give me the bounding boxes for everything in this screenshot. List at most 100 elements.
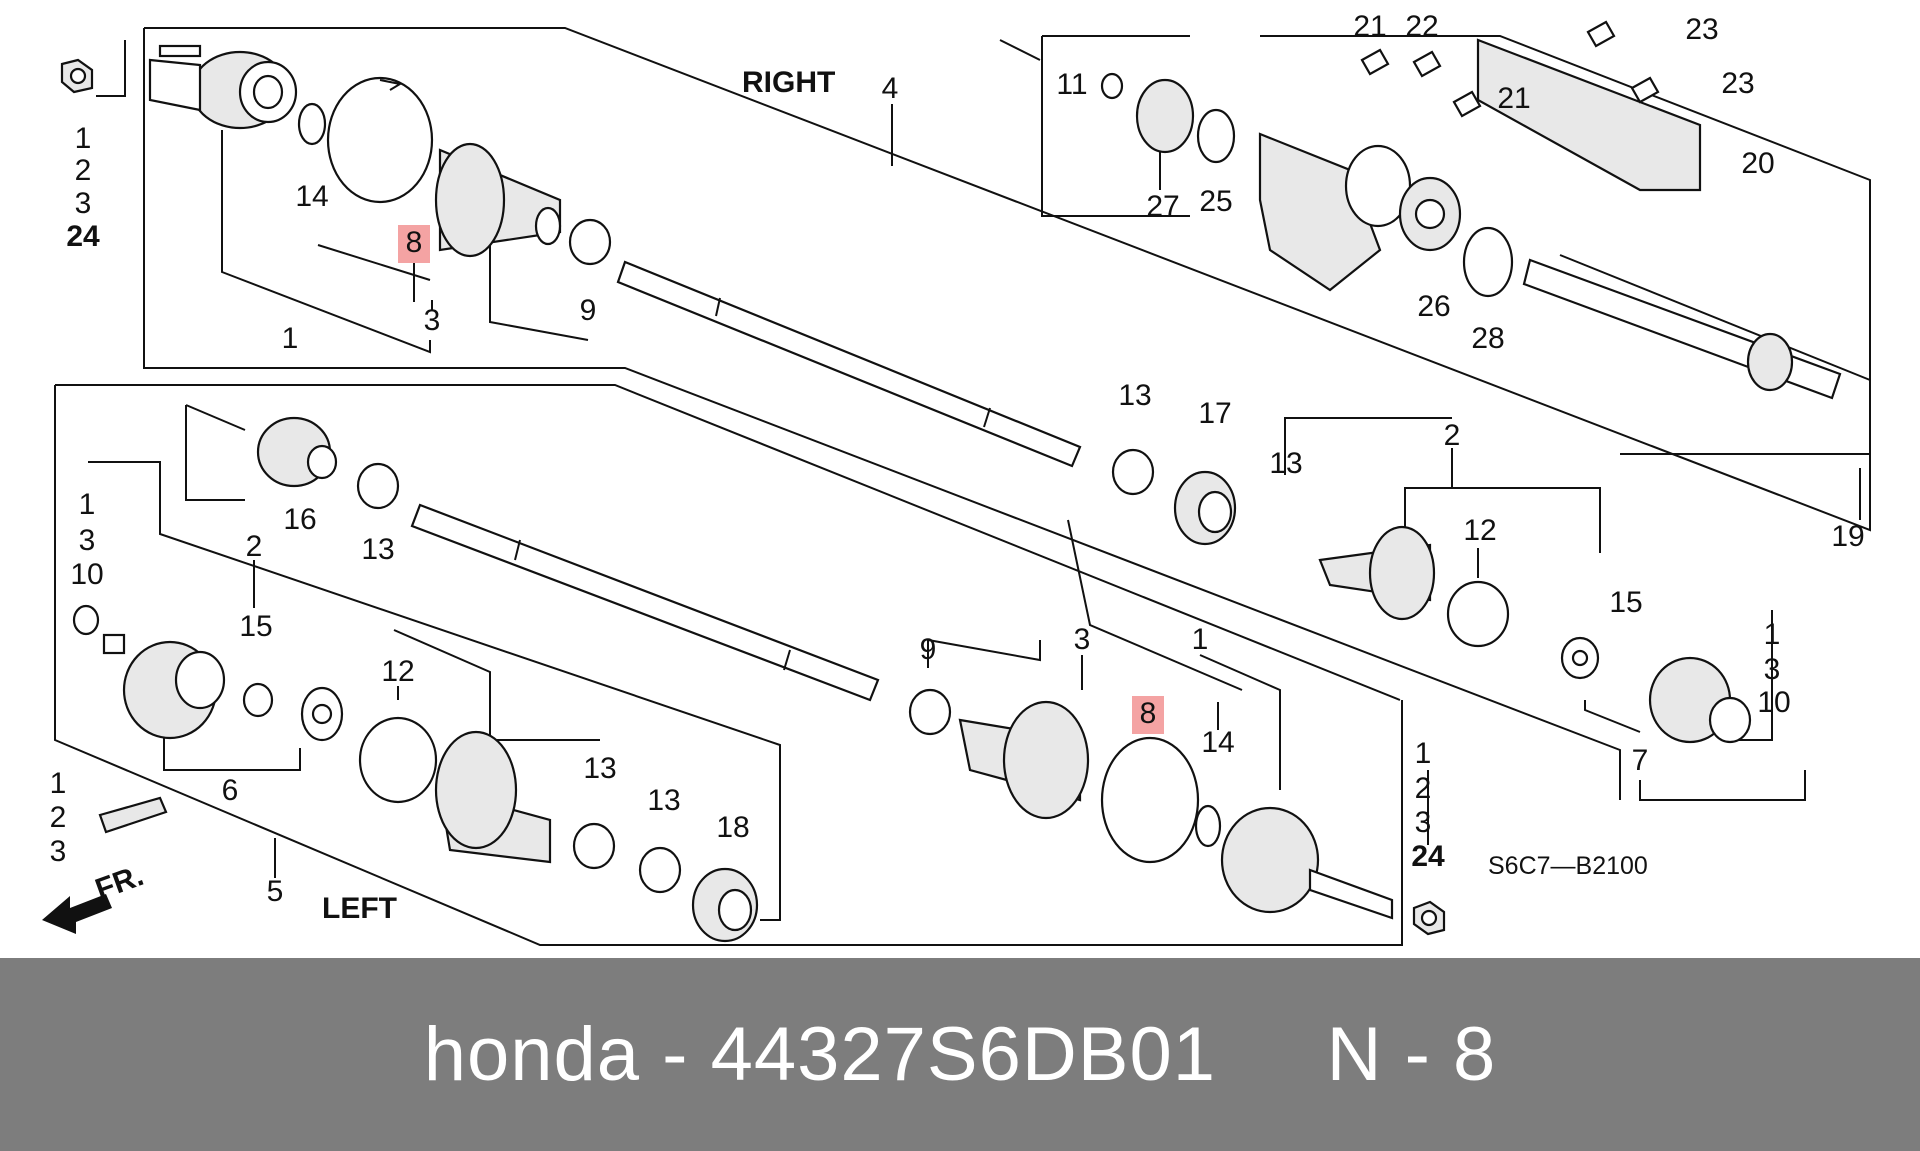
- right-outer-joint: [148, 44, 298, 130]
- right-inner-band: [1446, 580, 1510, 648]
- caption-gap: [1216, 1012, 1327, 1097]
- callout-4: 4: [882, 72, 899, 105]
- callout-3: 3: [1415, 806, 1432, 839]
- callout-26: 26: [1417, 290, 1450, 323]
- callout-1: 1: [1415, 737, 1432, 770]
- callout-24: 24: [66, 220, 100, 253]
- left-outer-joint: [1220, 806, 1394, 920]
- callout-10: 10: [1757, 686, 1790, 719]
- callout-24: 24: [1411, 840, 1445, 873]
- left-clip-ring: [1194, 804, 1222, 848]
- callout-12: 12: [381, 655, 414, 688]
- callout-21: 21: [1353, 10, 1386, 43]
- position-label: N - 8: [1326, 1012, 1497, 1097]
- left-outer-boot: [958, 700, 1090, 820]
- callout-1: 1: [1192, 623, 1209, 656]
- section-label-left: LEFT: [322, 892, 397, 925]
- callout-15: 15: [239, 610, 272, 643]
- left-shaft: [410, 503, 880, 702]
- right-inner-joint: [1648, 656, 1752, 744]
- callout-23: 23: [1721, 67, 1754, 100]
- callout-21: 21: [1497, 82, 1530, 115]
- callout-1: 1: [1764, 618, 1781, 651]
- caption-separator: -: [640, 1012, 711, 1097]
- callout-13: 13: [361, 533, 394, 566]
- callout-18: 18: [716, 811, 749, 844]
- section-label-right: RIGHT: [742, 66, 835, 99]
- callout-7: 7: [1632, 744, 1649, 777]
- callout-8: 8: [1140, 697, 1157, 730]
- left-band-13c: [638, 846, 682, 894]
- callout-3: 3: [79, 524, 96, 557]
- callout-10: 10: [70, 558, 103, 591]
- right-heat-shield: [1476, 38, 1702, 192]
- left-dynamic-damper-18: [691, 867, 759, 943]
- callout-1: 1: [75, 122, 92, 155]
- right-inner-boot-band: [1111, 448, 1155, 496]
- callout-22: 22: [1405, 10, 1438, 43]
- callout-23: 23: [1685, 13, 1718, 46]
- right-boot-band-large: [326, 76, 434, 204]
- callout-highlight: [1132, 696, 1164, 734]
- left-boot-band-large: [1100, 736, 1200, 864]
- callout-3: 3: [75, 187, 92, 220]
- callout-25: 25: [1199, 185, 1232, 218]
- callout-5: 5: [267, 875, 284, 908]
- callout-19: 19: [1831, 520, 1864, 553]
- right-inner-boot: [1318, 525, 1436, 621]
- callout-2: 2: [1415, 772, 1432, 805]
- left-dynamic-damper-16: [256, 416, 338, 488]
- left-boot-band-12: [358, 716, 438, 804]
- callout-1: 1: [282, 322, 299, 355]
- callout-9: 9: [580, 294, 597, 327]
- left-spider: [300, 686, 344, 742]
- callout-3: 3: [1764, 653, 1781, 686]
- figure-code: S6C7—B2100: [1488, 852, 1648, 880]
- right-seal-parts: [1100, 72, 1236, 164]
- callout-1: 1: [79, 488, 96, 521]
- right-boot-band-small: [568, 218, 612, 266]
- callout-15: 15: [1609, 586, 1642, 619]
- right-nut: [60, 58, 94, 94]
- footer-banner: honda - 44327S6DB01 N - 8: [0, 958, 1920, 1151]
- callout-13: 13: [583, 752, 616, 785]
- brand-name: honda: [423, 1012, 641, 1097]
- left-band-13a: [356, 462, 400, 510]
- direction-label: FR.: [91, 859, 148, 907]
- callout-17: 17: [1198, 397, 1231, 430]
- callout-3: 3: [50, 835, 67, 868]
- right-outer-boot: [434, 142, 562, 258]
- right-driveshaft-frame: [96, 27, 1871, 800]
- exploded-parts-diagram: 1232414831941127252122232321202628191317…: [42, 10, 1871, 946]
- right-bolts: [1360, 20, 1660, 118]
- leader-lines: [163, 104, 1861, 878]
- left-circlip-9: [908, 688, 952, 736]
- callout-1: 1: [50, 767, 67, 800]
- forward-arrow-icon: [42, 894, 112, 934]
- callout-13: 13: [1118, 379, 1151, 412]
- callout-13: 13: [647, 784, 680, 817]
- right-spider: [1560, 636, 1600, 680]
- callout-6: 6: [222, 774, 239, 807]
- callout-highlight: [398, 225, 430, 263]
- callout-12: 12: [1463, 514, 1496, 547]
- callout-28: 28: [1471, 322, 1504, 355]
- left-circlip-15: [242, 682, 274, 718]
- left-inner-boot: [434, 730, 552, 864]
- right-intermediate-shaft: [1522, 258, 1842, 400]
- left-nut: [1412, 900, 1446, 936]
- callout-2: 2: [246, 530, 263, 563]
- callout-2: 2: [50, 801, 67, 834]
- footer-caption: honda - 44327S6DB01 N - 8: [424, 1011, 1497, 1098]
- callout-8: 8: [406, 226, 423, 259]
- callout-14: 14: [295, 180, 328, 213]
- callout-11: 11: [1056, 68, 1087, 101]
- callout-20: 20: [1741, 147, 1774, 180]
- right-dynamic-damper: [1173, 470, 1237, 546]
- callout-2: 2: [75, 154, 92, 187]
- left-inner-joint: [102, 633, 226, 740]
- callout-3: 3: [424, 304, 441, 337]
- callout-3: 3: [1074, 623, 1091, 656]
